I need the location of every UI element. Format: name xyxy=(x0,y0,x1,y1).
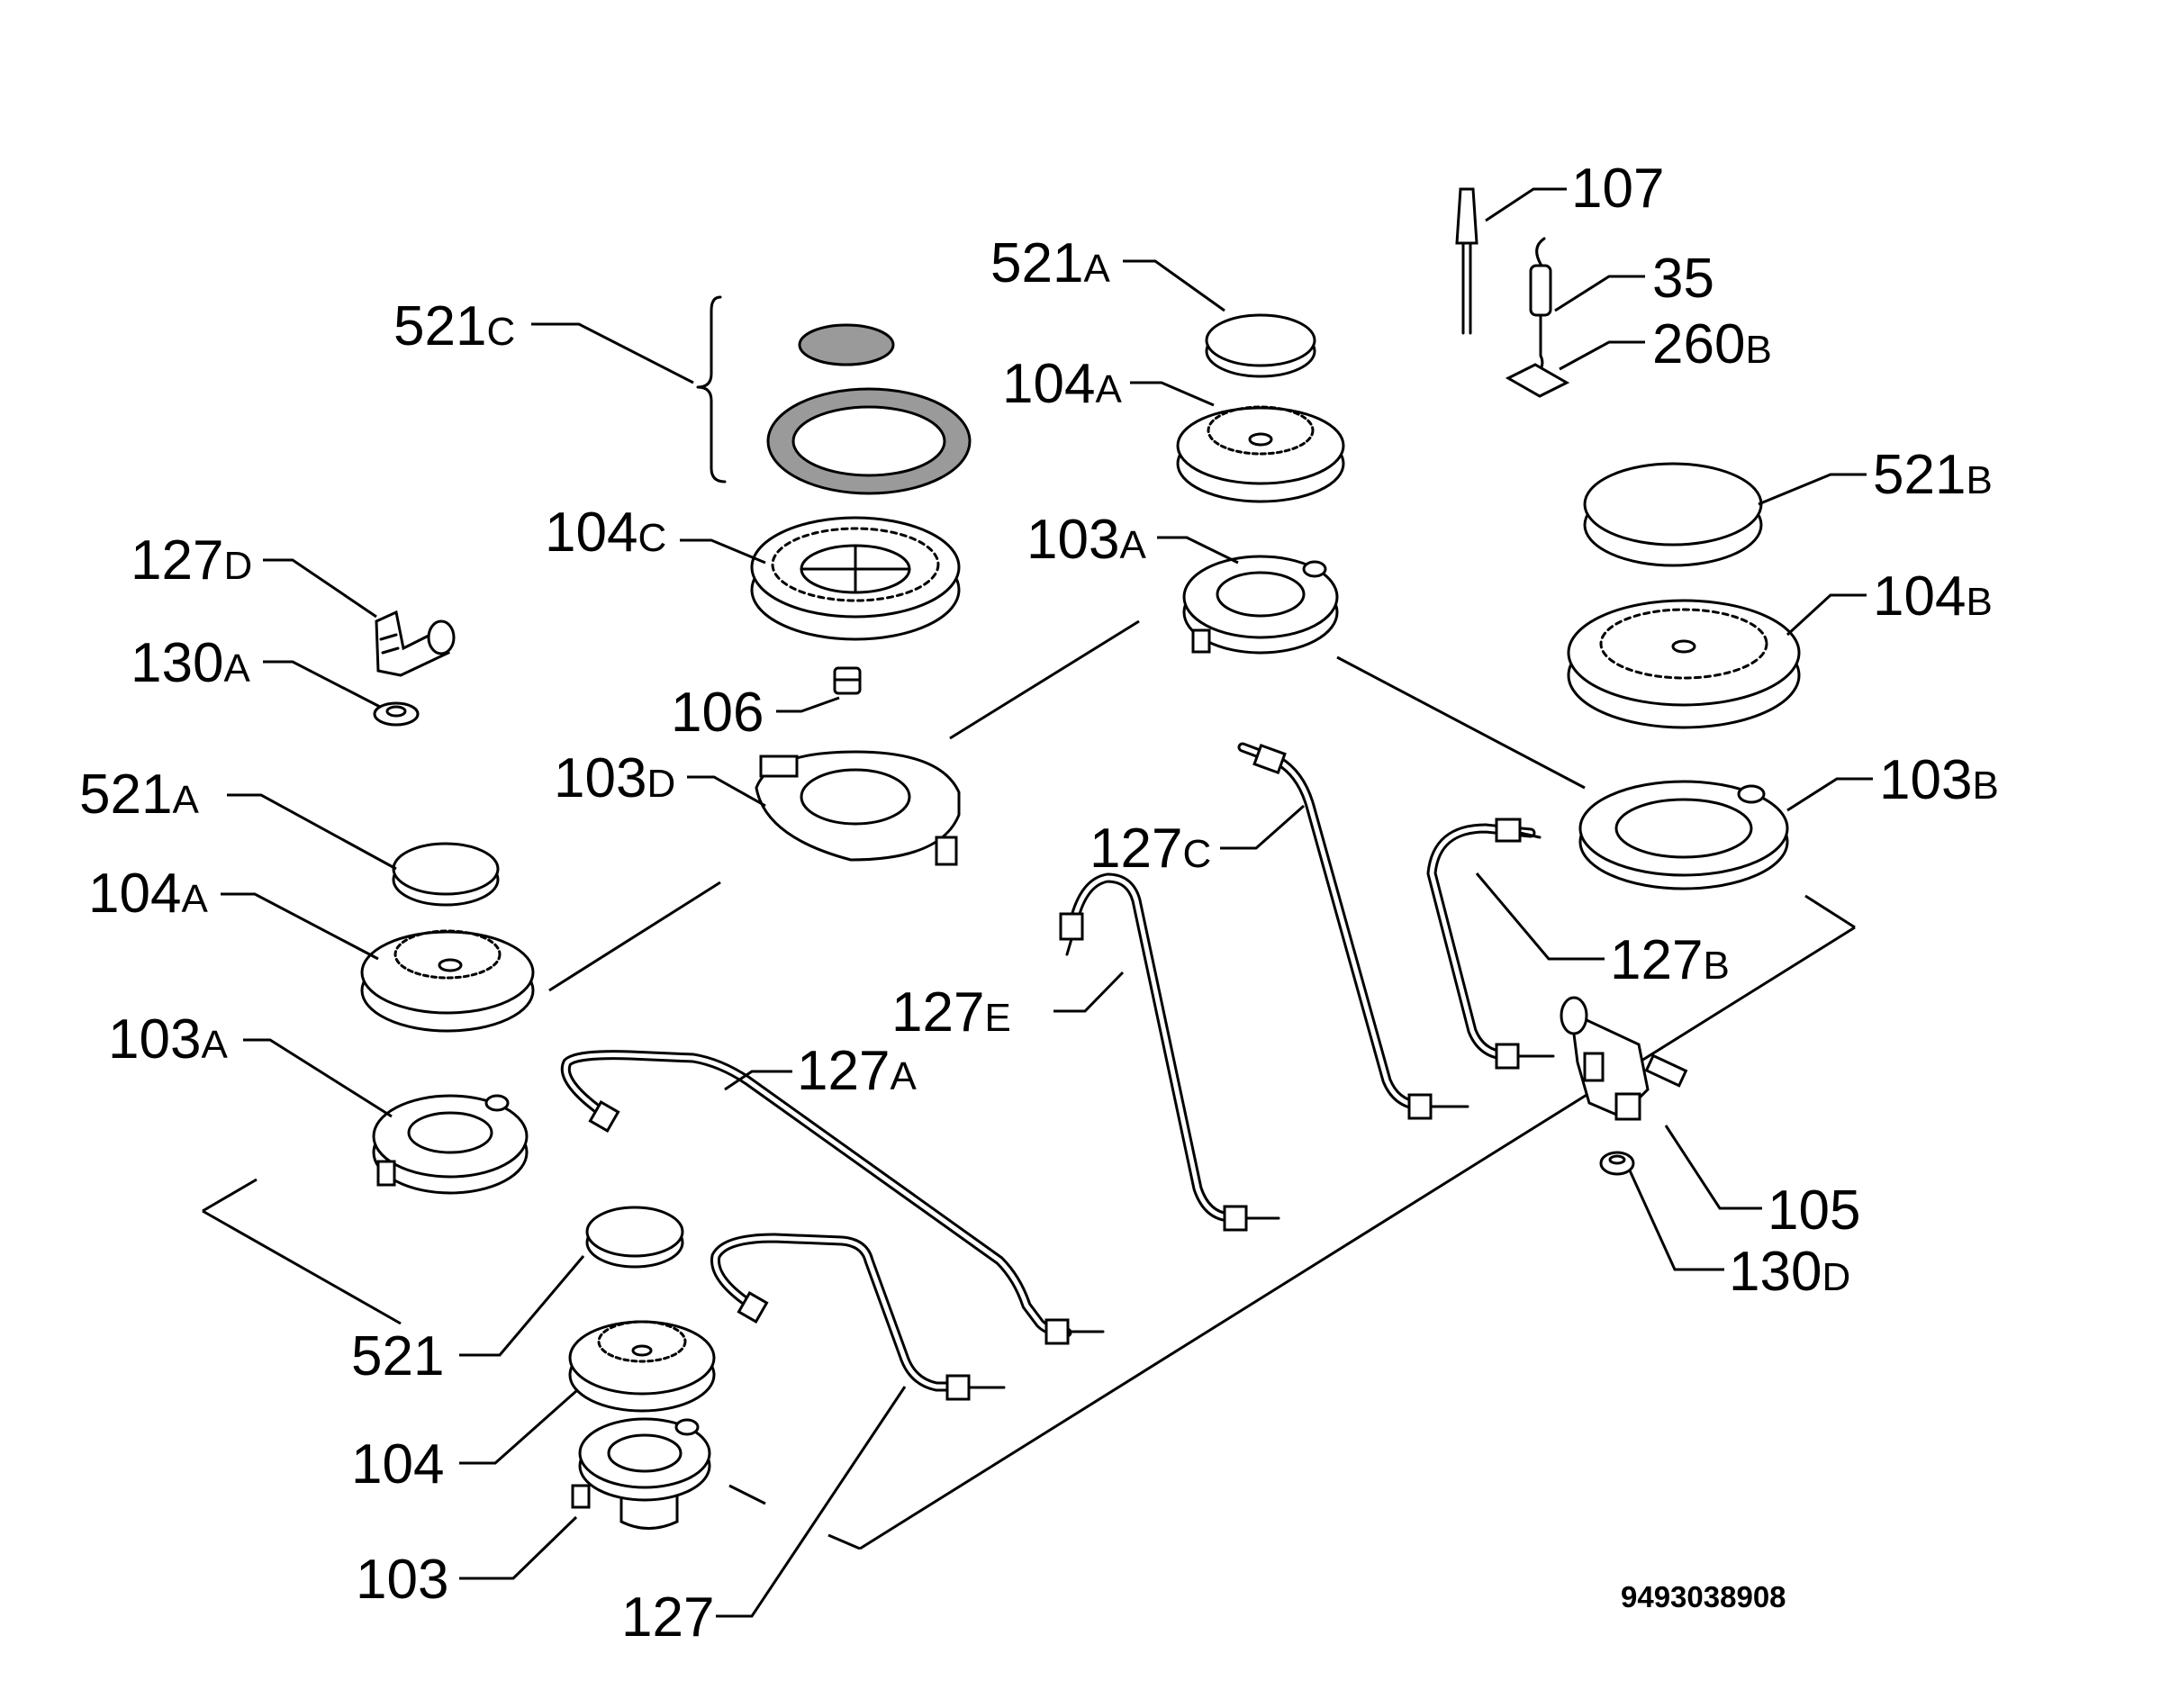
label-127b: 127B xyxy=(1610,929,1730,991)
label-104a-left: 104A xyxy=(88,863,208,925)
label-35: 35 xyxy=(1652,248,1714,310)
gas-pipe-127 xyxy=(710,1233,1006,1401)
burner-cap-521 xyxy=(585,1206,684,1269)
label-521c: 521C xyxy=(393,295,515,357)
gas-pipe-127b xyxy=(1426,818,1555,1070)
label-104c: 104C xyxy=(545,502,666,564)
label-521a-top: 521A xyxy=(990,232,1110,294)
part-labels: 107 35 260B 521A 104A 103A 521C 104C 106… xyxy=(79,158,1999,1649)
label-103: 103 xyxy=(356,1549,448,1611)
burner-base-103 xyxy=(571,1417,711,1530)
label-260b: 260B xyxy=(1652,313,1772,375)
washer-130d xyxy=(1599,1151,1635,1176)
elbow-fitting-127d xyxy=(375,610,456,677)
label-521b: 521B xyxy=(1873,444,1993,506)
label-130a: 130A xyxy=(131,632,250,694)
burner-head-104c xyxy=(750,516,961,641)
burner-cap-521a-left xyxy=(392,842,500,907)
diagram-code: 9493038908 xyxy=(1621,1580,1786,1613)
burner-head-104a-top xyxy=(1176,405,1345,503)
label-127: 127 xyxy=(621,1586,714,1649)
thermocouple-107 xyxy=(1455,187,1478,335)
label-104b: 104B xyxy=(1873,565,1993,628)
label-104a-top: 104A xyxy=(1002,353,1122,415)
burner-cap-521c xyxy=(696,295,972,495)
label-104: 104 xyxy=(351,1433,444,1496)
leader-lines xyxy=(221,187,1873,1618)
gas-pipe-127a xyxy=(560,1050,1105,1345)
label-103a-left: 103A xyxy=(108,1008,228,1071)
gas-pipe-127e xyxy=(1059,872,1280,1232)
label-521a-left: 521A xyxy=(79,764,199,826)
label-103a-top: 103A xyxy=(1026,509,1146,571)
label-127e: 127E xyxy=(891,981,1011,1044)
clip-260b xyxy=(1505,363,1570,398)
burner-head-104b xyxy=(1567,599,1801,729)
ignition-plug-35 xyxy=(1529,237,1552,375)
label-107: 107 xyxy=(1571,158,1664,220)
burner-base-103d xyxy=(755,750,961,866)
label-127d: 127D xyxy=(131,529,252,592)
gas-pipe-127c xyxy=(1237,742,1469,1120)
burner-head-104a-left xyxy=(360,929,535,1033)
label-127c: 127C xyxy=(1090,818,1211,880)
washer-130a xyxy=(373,701,420,727)
injector-106 xyxy=(833,666,862,695)
label-105: 105 xyxy=(1768,1179,1860,1242)
label-130d: 130D xyxy=(1729,1241,1850,1303)
valve-105 xyxy=(1560,996,1688,1121)
burner-base-103a-left xyxy=(372,1094,529,1195)
burner-cap-521b xyxy=(1583,462,1763,567)
label-106: 106 xyxy=(671,682,764,744)
label-127a: 127A xyxy=(797,1040,917,1102)
burner-cap-521a-top xyxy=(1205,313,1316,378)
burner-base-103a-top xyxy=(1182,555,1339,655)
label-103b: 103B xyxy=(1879,749,1999,811)
burner-head-104 xyxy=(568,1320,716,1413)
label-521: 521 xyxy=(351,1325,444,1387)
label-103d: 103D xyxy=(554,747,675,809)
assembly-frame-lines xyxy=(202,619,1856,1550)
burner-base-103b xyxy=(1578,780,1789,890)
